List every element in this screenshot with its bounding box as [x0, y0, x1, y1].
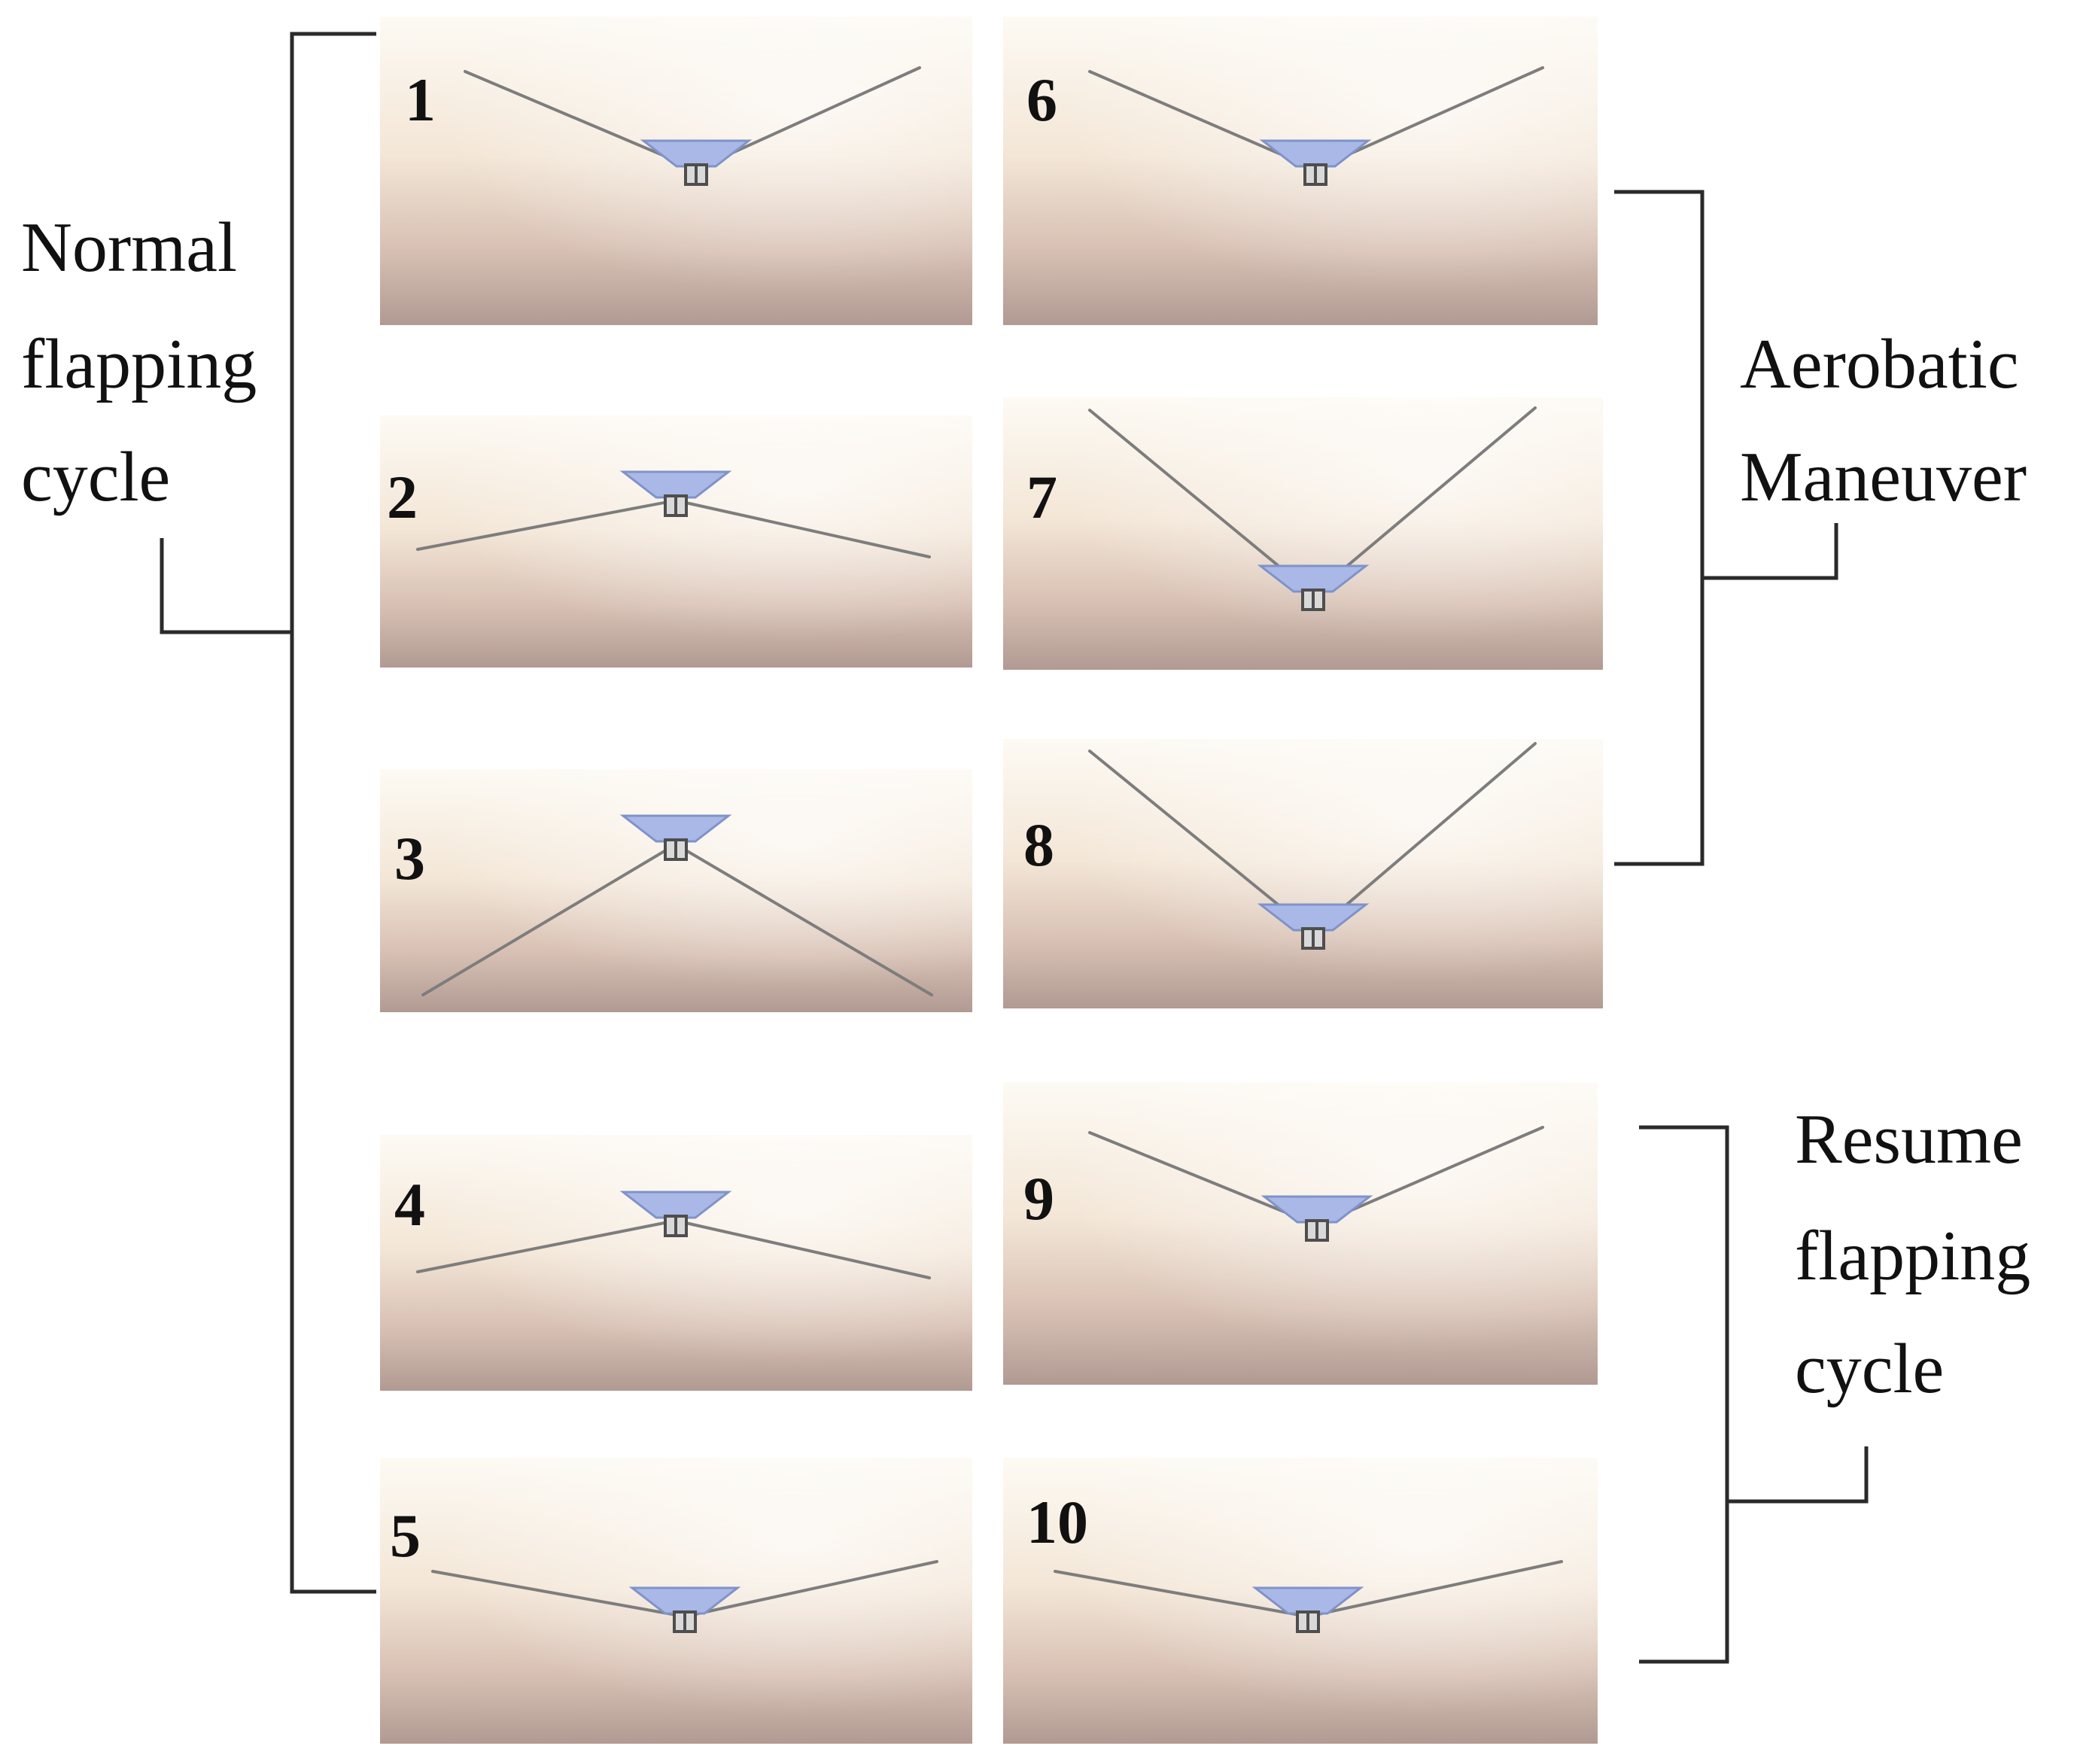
frame-number-4: 4 — [394, 1170, 425, 1239]
normal-cycle-bracket-tab — [160, 538, 292, 634]
vehicle-body — [1261, 1195, 1373, 1224]
frame-panel-8 — [1003, 739, 1603, 1008]
aerobatic-bracket — [1614, 190, 1705, 866]
left-wing — [1088, 1131, 1318, 1227]
vehicle-body — [1259, 139, 1372, 168]
normal-label-line-2: flapping — [21, 325, 257, 403]
frame-panel-4 — [380, 1135, 972, 1391]
aerobatic-label-line-2: Maneuver — [1740, 438, 2027, 516]
frame-number-8: 8 — [1023, 811, 1054, 879]
vehicle-body — [1257, 564, 1370, 593]
vehicle-body — [1251, 1586, 1364, 1615]
right-wing — [674, 1219, 931, 1279]
resume-label-line-3: cycle — [1795, 1330, 1944, 1408]
brackets — [160, 32, 1869, 1664]
vehicle-body — [619, 1191, 732, 1219]
vehicle-body — [628, 1586, 741, 1615]
right-wing — [674, 843, 933, 996]
resume-label-line-2: flapping — [1795, 1217, 2030, 1295]
frame-panel-10 — [1003, 1458, 1598, 1744]
vehicle-body — [619, 470, 732, 499]
vehicle-body — [619, 814, 732, 843]
panel-glow — [380, 415, 972, 668]
normal-label-line-1: Normal — [21, 208, 237, 287]
left-wing — [416, 499, 677, 551]
panel-glow — [1003, 397, 1603, 670]
aerobatic-bracket-tab — [1702, 523, 1838, 580]
frame-number-6: 6 — [1026, 65, 1057, 134]
group-label-normal: Normal flapping cycle — [21, 208, 257, 516]
left-wing — [1088, 750, 1315, 935]
right-wing — [674, 499, 931, 558]
vehicle-body — [1257, 903, 1370, 932]
frame-number-5: 5 — [390, 1501, 421, 1570]
normal-label-line-3: cycle — [21, 438, 170, 516]
left-wing — [431, 1570, 686, 1618]
frame-panels — [380, 17, 1603, 1744]
panel-glow — [1003, 1082, 1598, 1385]
panel-glow — [380, 769, 972, 1012]
resume-cycle-bracket-tab — [1727, 1446, 1869, 1504]
right-wing — [683, 1560, 938, 1618]
group-label-resume: Resume flapping cycle — [1795, 1100, 2030, 1408]
frame-panel-7 — [1003, 397, 1603, 670]
frame-number-1: 1 — [405, 65, 436, 134]
left-wing — [1054, 1570, 1309, 1618]
frame-panel-3 — [380, 769, 972, 1012]
panel-glow — [380, 17, 972, 325]
resume-label-line-1: Resume — [1795, 1100, 2023, 1179]
right-wing — [1312, 406, 1537, 596]
frame-numbers: 1 2 3 4 5 6 7 8 9 10 — [387, 65, 1088, 1570]
resume-cycle-bracket — [1639, 1125, 1729, 1664]
left-wing — [1088, 409, 1315, 596]
left-wing — [416, 1219, 677, 1273]
group-label-aerobatic: Aerobatic Maneuver — [1740, 325, 2027, 516]
aerobatic-label-line-1: Aerobatic — [1740, 325, 2019, 403]
left-wing — [421, 843, 677, 996]
right-wing — [1312, 742, 1537, 935]
frame-panel-1 — [380, 17, 972, 325]
vehicle-body — [640, 139, 753, 168]
frame-number-2: 2 — [387, 463, 418, 531]
frame-number-3: 3 — [394, 824, 425, 893]
frame-panel-5 — [380, 1458, 972, 1744]
panel-glow — [380, 1135, 972, 1391]
frame-number-9: 9 — [1023, 1164, 1054, 1233]
frame-number-10: 10 — [1026, 1488, 1088, 1556]
frame-panel-2 — [380, 415, 972, 668]
right-wing — [1306, 1560, 1563, 1618]
frame-number-7: 7 — [1026, 463, 1057, 531]
panel-glow — [1003, 739, 1603, 1008]
normal-cycle-bracket — [290, 32, 376, 1594]
frame-panel-9 — [1003, 1082, 1598, 1385]
frame-panel-6 — [1003, 17, 1598, 325]
panel-glow — [1003, 17, 1598, 325]
